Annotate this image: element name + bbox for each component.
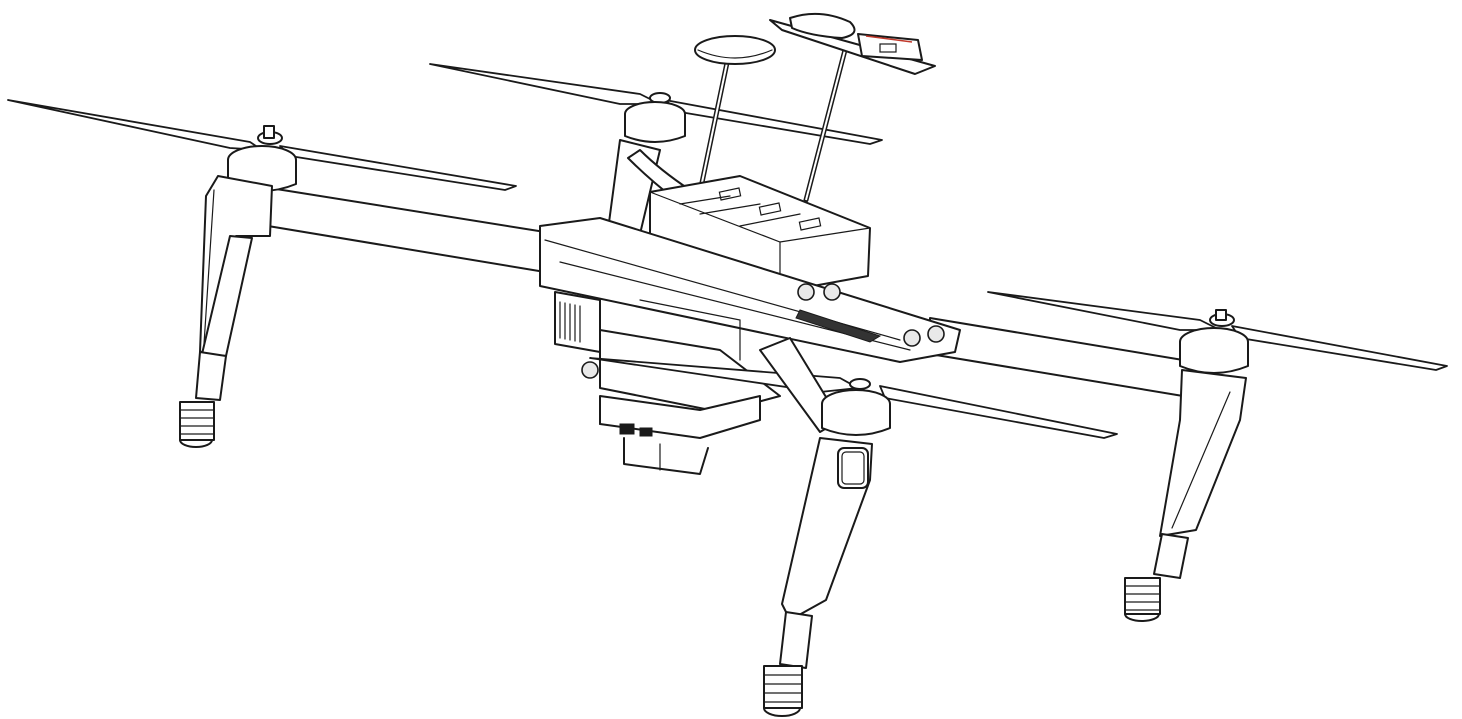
right-foot (1124, 577, 1161, 622)
left-foot (179, 401, 215, 448)
rear-motor-column (607, 101, 691, 235)
vent-grille (559, 301, 581, 343)
right-leg-assembly (987, 291, 1448, 622)
front-leg-assembly (759, 337, 891, 717)
camera-payload (599, 395, 761, 475)
gps-antenna-right (769, 12, 936, 203)
drone-body (539, 175, 961, 475)
left-leg-assembly (7, 99, 517, 448)
front-foot (763, 665, 803, 717)
